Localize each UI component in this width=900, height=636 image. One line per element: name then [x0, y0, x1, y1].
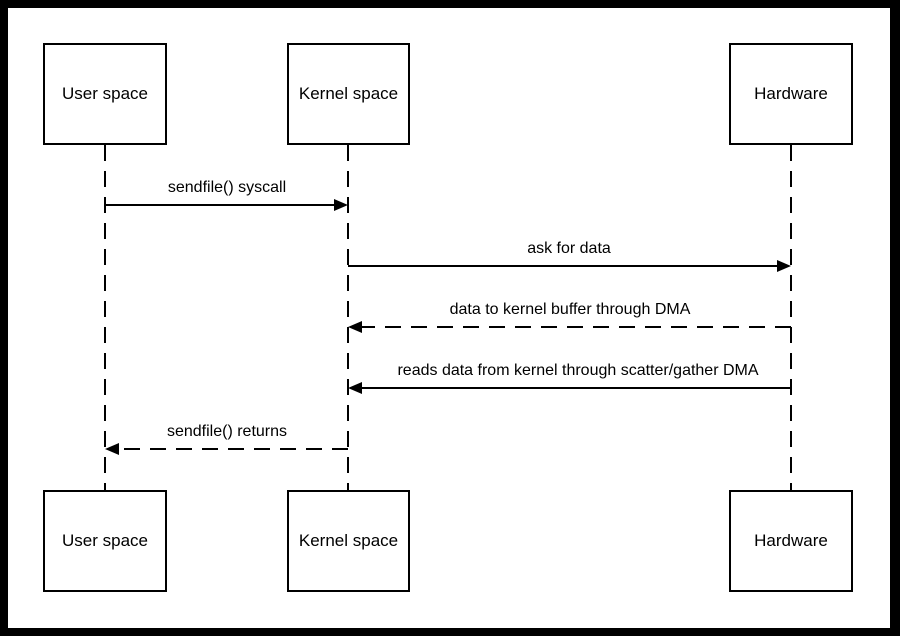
participant-kernel-bottom: Kernel space — [287, 490, 410, 592]
message-label-sendfile-returns: sendfile() returns — [166, 423, 288, 440]
participant-hardware-bottom: Hardware — [729, 490, 853, 592]
participant-kernel-top: Kernel space — [287, 43, 410, 145]
arrowhead-sendfile-syscall — [334, 199, 348, 211]
sequence-lines — [104, 145, 792, 490]
message-label-sendfile-syscall: sendfile() syscall — [167, 179, 287, 196]
arrowhead-sendfile-returns — [105, 443, 119, 455]
message-label-scatter-gather: reads data from kernel through scatter/g… — [397, 362, 759, 379]
arrowhead-dma-to-kernel — [348, 321, 362, 333]
arrowhead-scatter-gather — [348, 382, 362, 394]
participant-user-top: User space — [43, 43, 167, 145]
participant-hardware-top: Hardware — [729, 43, 853, 145]
message-label-ask-for-data: ask for data — [527, 240, 611, 257]
message-label-dma-to-kernel: data to kernel buffer through DMA — [449, 301, 691, 318]
participant-user-bottom: User space — [43, 490, 167, 592]
arrowhead-ask-for-data — [777, 260, 791, 272]
diagram-canvas: User space Kernel space Hardware User sp… — [8, 8, 890, 628]
